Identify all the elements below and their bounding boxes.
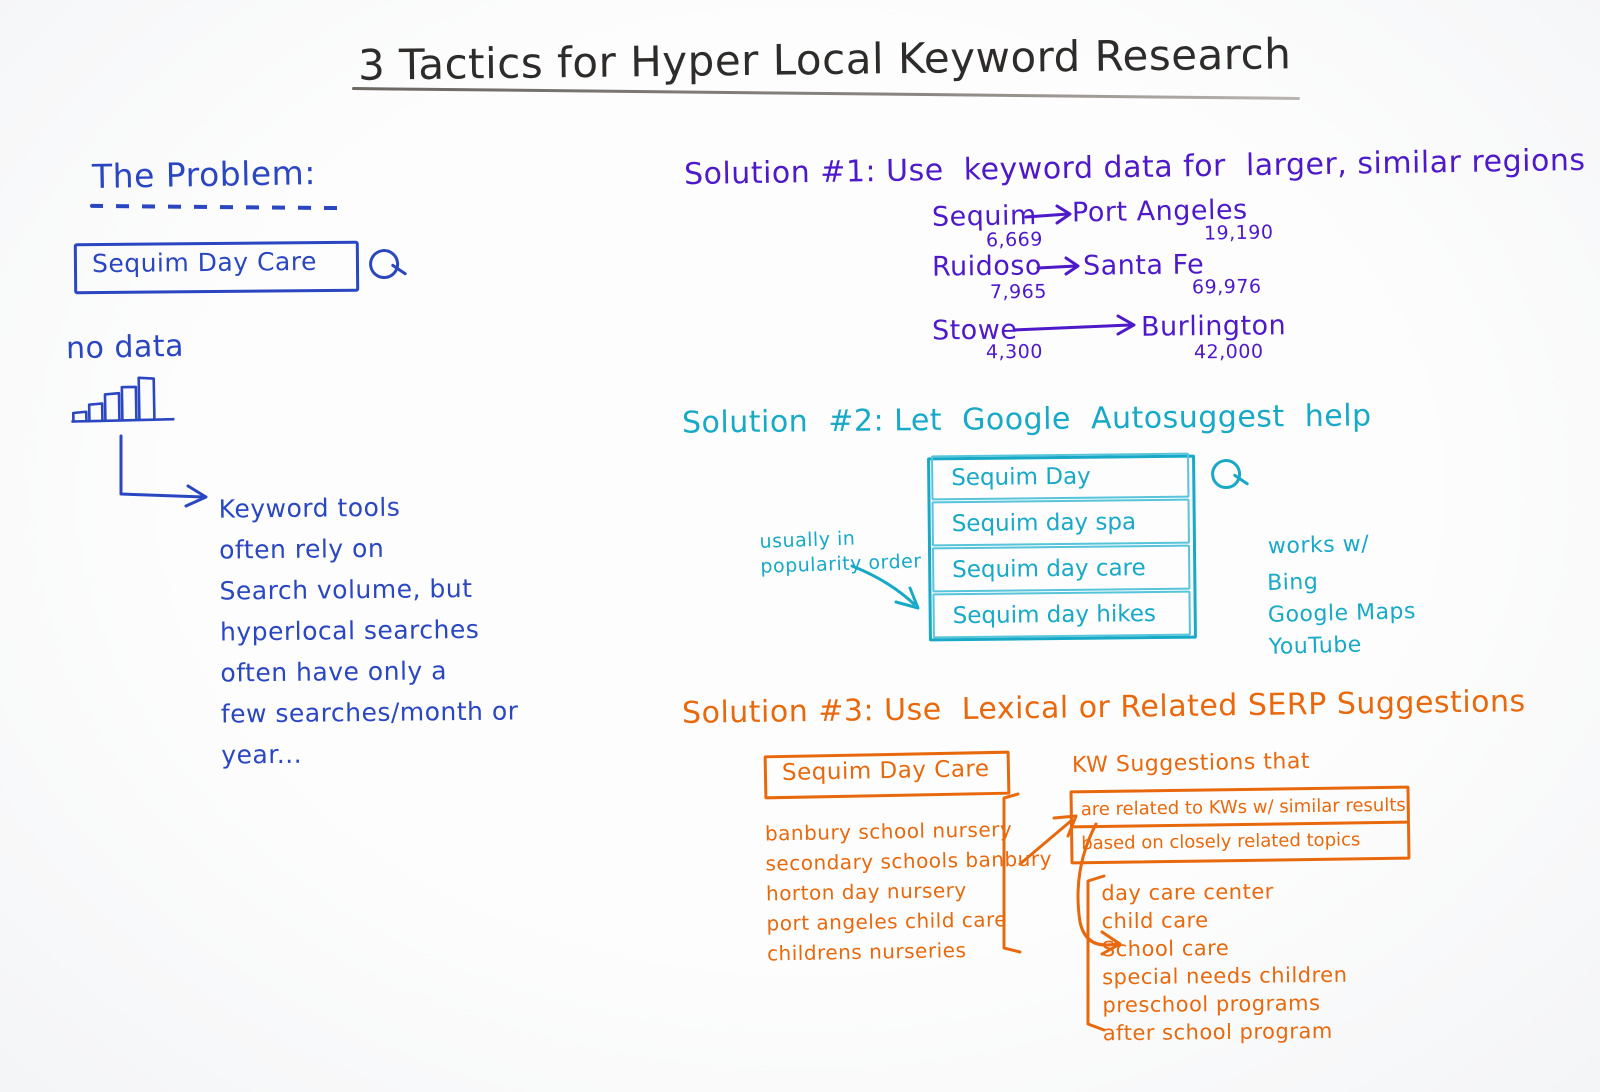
problem-explanation-text: Keyword tools often rely on Search volum… <box>218 492 519 770</box>
kw-suggestions-heading: KW Suggestions that <box>1071 748 1311 779</box>
solution-2-heading: Solution #2: Let Google Autosuggest help <box>681 398 1372 441</box>
autosuggest-row-3-label: Sequim day care <box>952 555 1146 584</box>
solution-3-heading: Solution #3: Use Lexical or Related SERP… <box>681 684 1526 731</box>
autosuggest-row-4[interactable]: Sequim day hikes <box>932 590 1191 639</box>
magnifier-icon[interactable] <box>367 245 417 295</box>
magnifier-icon[interactable] <box>1209 455 1259 505</box>
seed-keyword-value: Sequim Day Care <box>781 756 990 786</box>
search-input-value[interactable]: Sequim Day Care <box>91 246 318 279</box>
page-title: 3 Tactics for Hyper Local Keyword Resear… <box>357 29 1292 90</box>
region-pair-3-to: Burlington <box>1140 310 1287 343</box>
autosuggest-dropdown: Sequim Day Sequim day spa Sequim day car… <box>927 452 1197 642</box>
kw-criteria-1: are related to KWs w/ similar results <box>1080 794 1406 821</box>
autosuggest-row-3[interactable]: Sequim day care <box>931 544 1191 593</box>
works-with-list: Bing Google Maps YouTube <box>1266 569 1417 660</box>
magnifier-ring <box>1209 457 1244 491</box>
autosuggest-row-2[interactable]: Sequim day spa <box>931 498 1190 547</box>
popularity-order-arrow <box>850 564 920 610</box>
title-underline <box>352 87 1300 100</box>
region-pair-1-from-volume: 6,669 <box>985 228 1044 252</box>
autosuggest-row-2-label: Sequim day spa <box>951 509 1137 538</box>
related-list-bracket <box>1086 874 1106 1032</box>
region-pair-3-arrow <box>1012 314 1136 336</box>
region-pair-2-from: Ruidoso <box>931 250 1043 283</box>
problem-heading: The Problem: <box>91 153 317 196</box>
region-pair-1-to-volume: 19,190 <box>1203 221 1274 245</box>
magnifier-ring <box>367 247 402 281</box>
works-with-label: works w/ <box>1267 531 1370 560</box>
region-pair-2-to-volume: 69,976 <box>1191 275 1262 299</box>
no-data-bar-chart <box>71 376 175 423</box>
related-suggestions-list: day care center child care School care s… <box>1101 879 1348 1046</box>
autosuggest-row-1[interactable]: Sequim Day <box>931 452 1190 501</box>
region-pair-3-from-volume: 4,300 <box>985 340 1044 364</box>
region-pair-3-to-volume: 42,000 <box>1193 340 1264 364</box>
problem-to-explanation-arrow <box>119 434 208 508</box>
lexical-list-bracket-and-arrows <box>1002 792 1078 954</box>
autosuggest-row-1-label: Sequim Day <box>951 463 1091 492</box>
solution-1-heading: Solution #1: Use keyword data for larger… <box>683 142 1586 193</box>
region-pair-2-to: Santa Fe <box>1082 249 1205 282</box>
region-pair-2-from-volume: 7,965 <box>989 280 1048 304</box>
related-list-curved-arrow <box>1076 822 1122 956</box>
region-pair-1-from: Sequim <box>931 200 1038 233</box>
autosuggest-row-4-label: Sequim day hikes <box>952 601 1157 630</box>
problem-heading-dashed-underline <box>89 203 347 211</box>
region-pair-1-arrow <box>1024 204 1072 225</box>
region-pair-2-arrow <box>1036 256 1080 276</box>
no-data-label: no data <box>65 328 185 367</box>
